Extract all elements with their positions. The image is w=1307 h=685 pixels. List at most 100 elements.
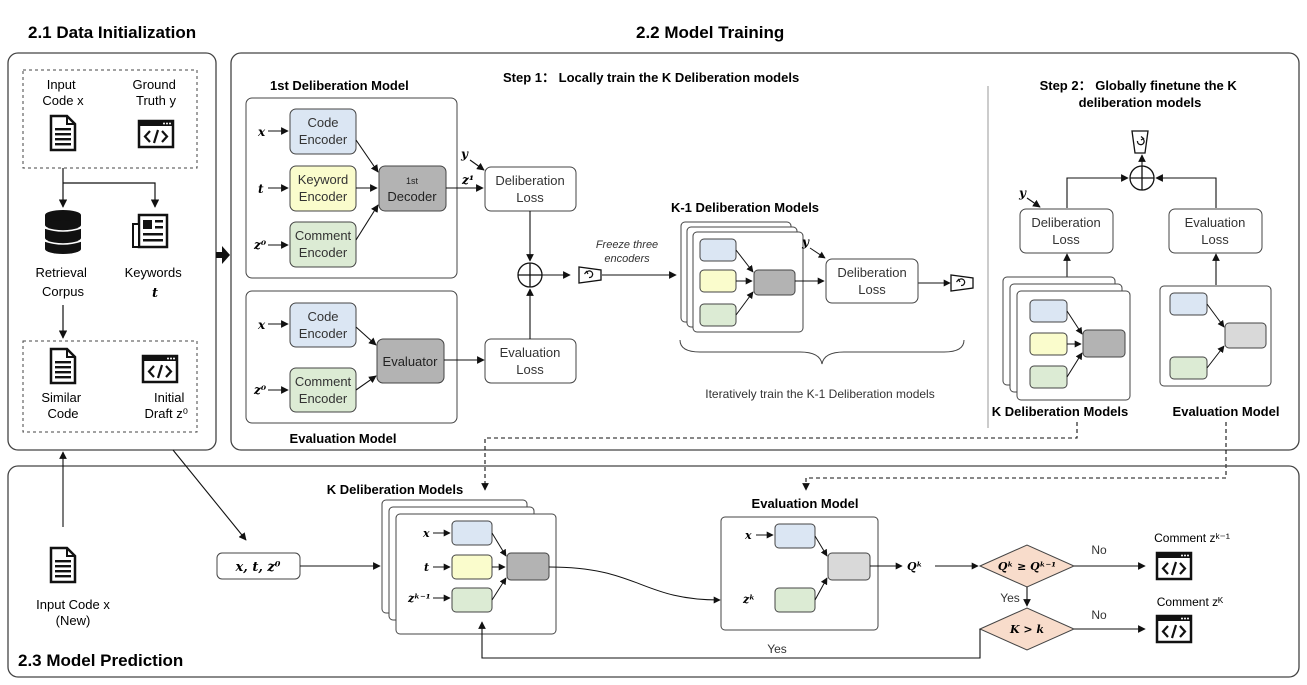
sum-icon <box>1129 165 1155 191</box>
eval-model-arrows <box>268 320 485 394</box>
mini-comment-encoder <box>451 587 493 613</box>
decision-arrows <box>478 562 1146 659</box>
code-window-icon <box>1155 614 1193 644</box>
mini-code-encoder <box>699 238 737 262</box>
step2-eval-arrows <box>1206 303 1225 369</box>
mini-keyword-encoder <box>451 554 493 580</box>
var-z0: z⁰ <box>253 238 267 252</box>
mini-decoder <box>753 269 796 296</box>
first-model-title: 1st Deliberation Model <box>270 78 409 93</box>
yes-label: Yes <box>1000 591 1020 605</box>
var-y: y <box>1018 186 1027 200</box>
step1-title: Step 1： Locally train the K Deliberation… <box>503 70 799 85</box>
keywords-label: Keywords t <box>125 265 186 301</box>
mini-evaluator <box>1224 322 1267 349</box>
mini-code-encoder <box>1169 292 1208 316</box>
first-model-arrows <box>268 127 484 249</box>
mini-code-encoder <box>774 523 816 549</box>
prediction-panel <box>7 465 1300 678</box>
code-encoder <box>289 108 357 155</box>
output-group-box <box>22 340 198 433</box>
var-x: x <box>744 529 752 542</box>
similar-code-label: Similar Code <box>41 390 84 421</box>
k1-arrows <box>735 247 951 316</box>
eval-model-label: Evaluation Model <box>1173 404 1280 419</box>
input-group-box <box>22 69 198 169</box>
mini-comment-encoder <box>1169 356 1208 380</box>
code-encoder <box>289 302 357 348</box>
section-title-prediction: 2.3 Model Prediction <box>18 651 183 670</box>
brace <box>679 339 965 365</box>
retrieval-corpus-label: Retrieval Corpus <box>36 265 91 299</box>
y-arrow <box>469 159 485 171</box>
document-icon <box>49 347 77 385</box>
mini-keyword-encoder <box>1029 332 1068 356</box>
yes-label: Yes <box>767 642 787 656</box>
mini-decoder <box>1082 329 1126 358</box>
var-z1: z¹ <box>461 173 474 187</box>
backprop-icon <box>1131 130 1149 154</box>
input-code-new-label: Input Code x(New) <box>36 597 110 628</box>
no-label: No <box>1091 608 1107 622</box>
no-label: No <box>1091 543 1107 557</box>
code-window-icon <box>137 119 175 149</box>
database-icon <box>44 210 82 254</box>
loss-arrows <box>526 211 571 339</box>
var-y: y <box>460 147 469 161</box>
pred-eval-model-title: Evaluation Model <box>752 496 859 511</box>
initial-draft-label: Initial Draft z⁰ <box>145 390 189 421</box>
dashed-connectors <box>481 422 1227 491</box>
init-to-prediction-arrow <box>172 449 247 541</box>
flow-arrow <box>216 246 230 264</box>
mini-comment-encoder <box>1029 365 1068 389</box>
mini-code-encoder <box>451 520 493 546</box>
k1-deliberation-loss-box <box>825 258 919 304</box>
mini-evaluator <box>827 552 871 581</box>
backprop-icon <box>578 266 602 284</box>
code-window-icon <box>1155 551 1193 581</box>
pred-eval-model-box <box>720 516 879 631</box>
evaluator <box>376 338 445 384</box>
step2-deliberation-loss-box <box>1019 208 1114 254</box>
mini-code-encoder <box>1029 299 1068 323</box>
init-arrows <box>58 168 160 339</box>
output-comment-prev: Comment zᵏ⁻¹ <box>1154 531 1230 545</box>
mini-decoder <box>506 552 550 581</box>
var-x: x <box>257 125 266 139</box>
output-comment-final: Comment zᴷ <box>1157 595 1224 609</box>
var-t: t <box>424 561 429 574</box>
evaluator-label: Evaluator <box>383 354 439 369</box>
pred-model-arrows <box>433 529 721 604</box>
var-z0: z⁰ <box>253 383 267 397</box>
backprop-icon <box>950 274 974 292</box>
mini-comment-encoder <box>699 303 737 327</box>
step2-model-arrows <box>1066 310 1083 378</box>
input-code-label: Input Code x <box>42 77 84 108</box>
var-x: x <box>422 527 430 540</box>
newspaper-icon <box>132 213 169 249</box>
section-title-data-init: 2.1 Data Initialization <box>28 23 196 42</box>
step2-evaluation-loss-box <box>1168 208 1263 254</box>
var-t: t <box>258 182 264 196</box>
var-zk: zᵏ <box>742 593 755 606</box>
k1-models-title: K-1 Deliberation Models <box>671 200 819 215</box>
var-y: y <box>801 235 810 249</box>
pred-eval-arrows <box>756 531 979 601</box>
code-window-icon <box>141 354 179 384</box>
condition-iteration-label: K > k <box>1009 623 1044 636</box>
section-title-training: 2.2 Model Training <box>636 23 784 42</box>
var-zk1: zᵏ⁻¹ <box>407 592 431 605</box>
document-icon <box>49 546 77 584</box>
condition-quality-label: Qᵏ ≥ Qᵏ⁻¹ <box>998 560 1056 573</box>
